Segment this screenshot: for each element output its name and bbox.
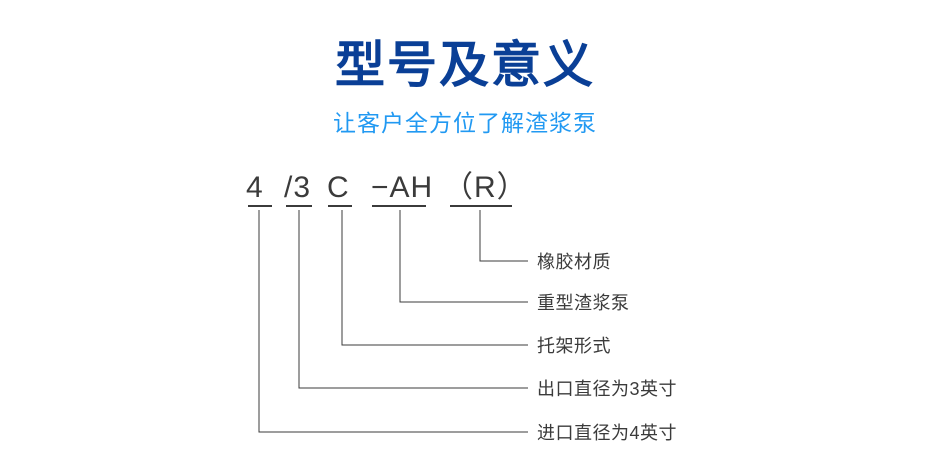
model-code-token-1: /3	[284, 171, 312, 204]
model-code-row: 4/3 C −AH （R）	[0, 170, 930, 210]
callout-label-2: 托架形式	[537, 336, 611, 356]
model-code-token-2: C	[327, 171, 350, 204]
callout-label-0: 橡胶材质	[537, 252, 611, 272]
leader-line-3	[298, 210, 528, 389]
leader-line-1	[399, 210, 528, 303]
leader-line-2	[341, 210, 528, 346]
callout-label-1: 重型渣浆泵	[537, 293, 630, 313]
leader-line-4	[258, 210, 528, 433]
leader-line-0	[479, 210, 528, 262]
page-subtitle: 让客户全方位了解渣浆泵	[333, 110, 597, 136]
callout-label-4: 进口直径为4英寸	[537, 423, 678, 443]
model-code-token-3: −AH	[371, 171, 434, 204]
callout-label-3: 出口直径为3英寸	[537, 379, 678, 399]
model-code-token-0: 4	[246, 171, 264, 204]
page-title: 型号及意义	[335, 37, 595, 93]
model-code-token-4: （R）	[443, 171, 528, 204]
